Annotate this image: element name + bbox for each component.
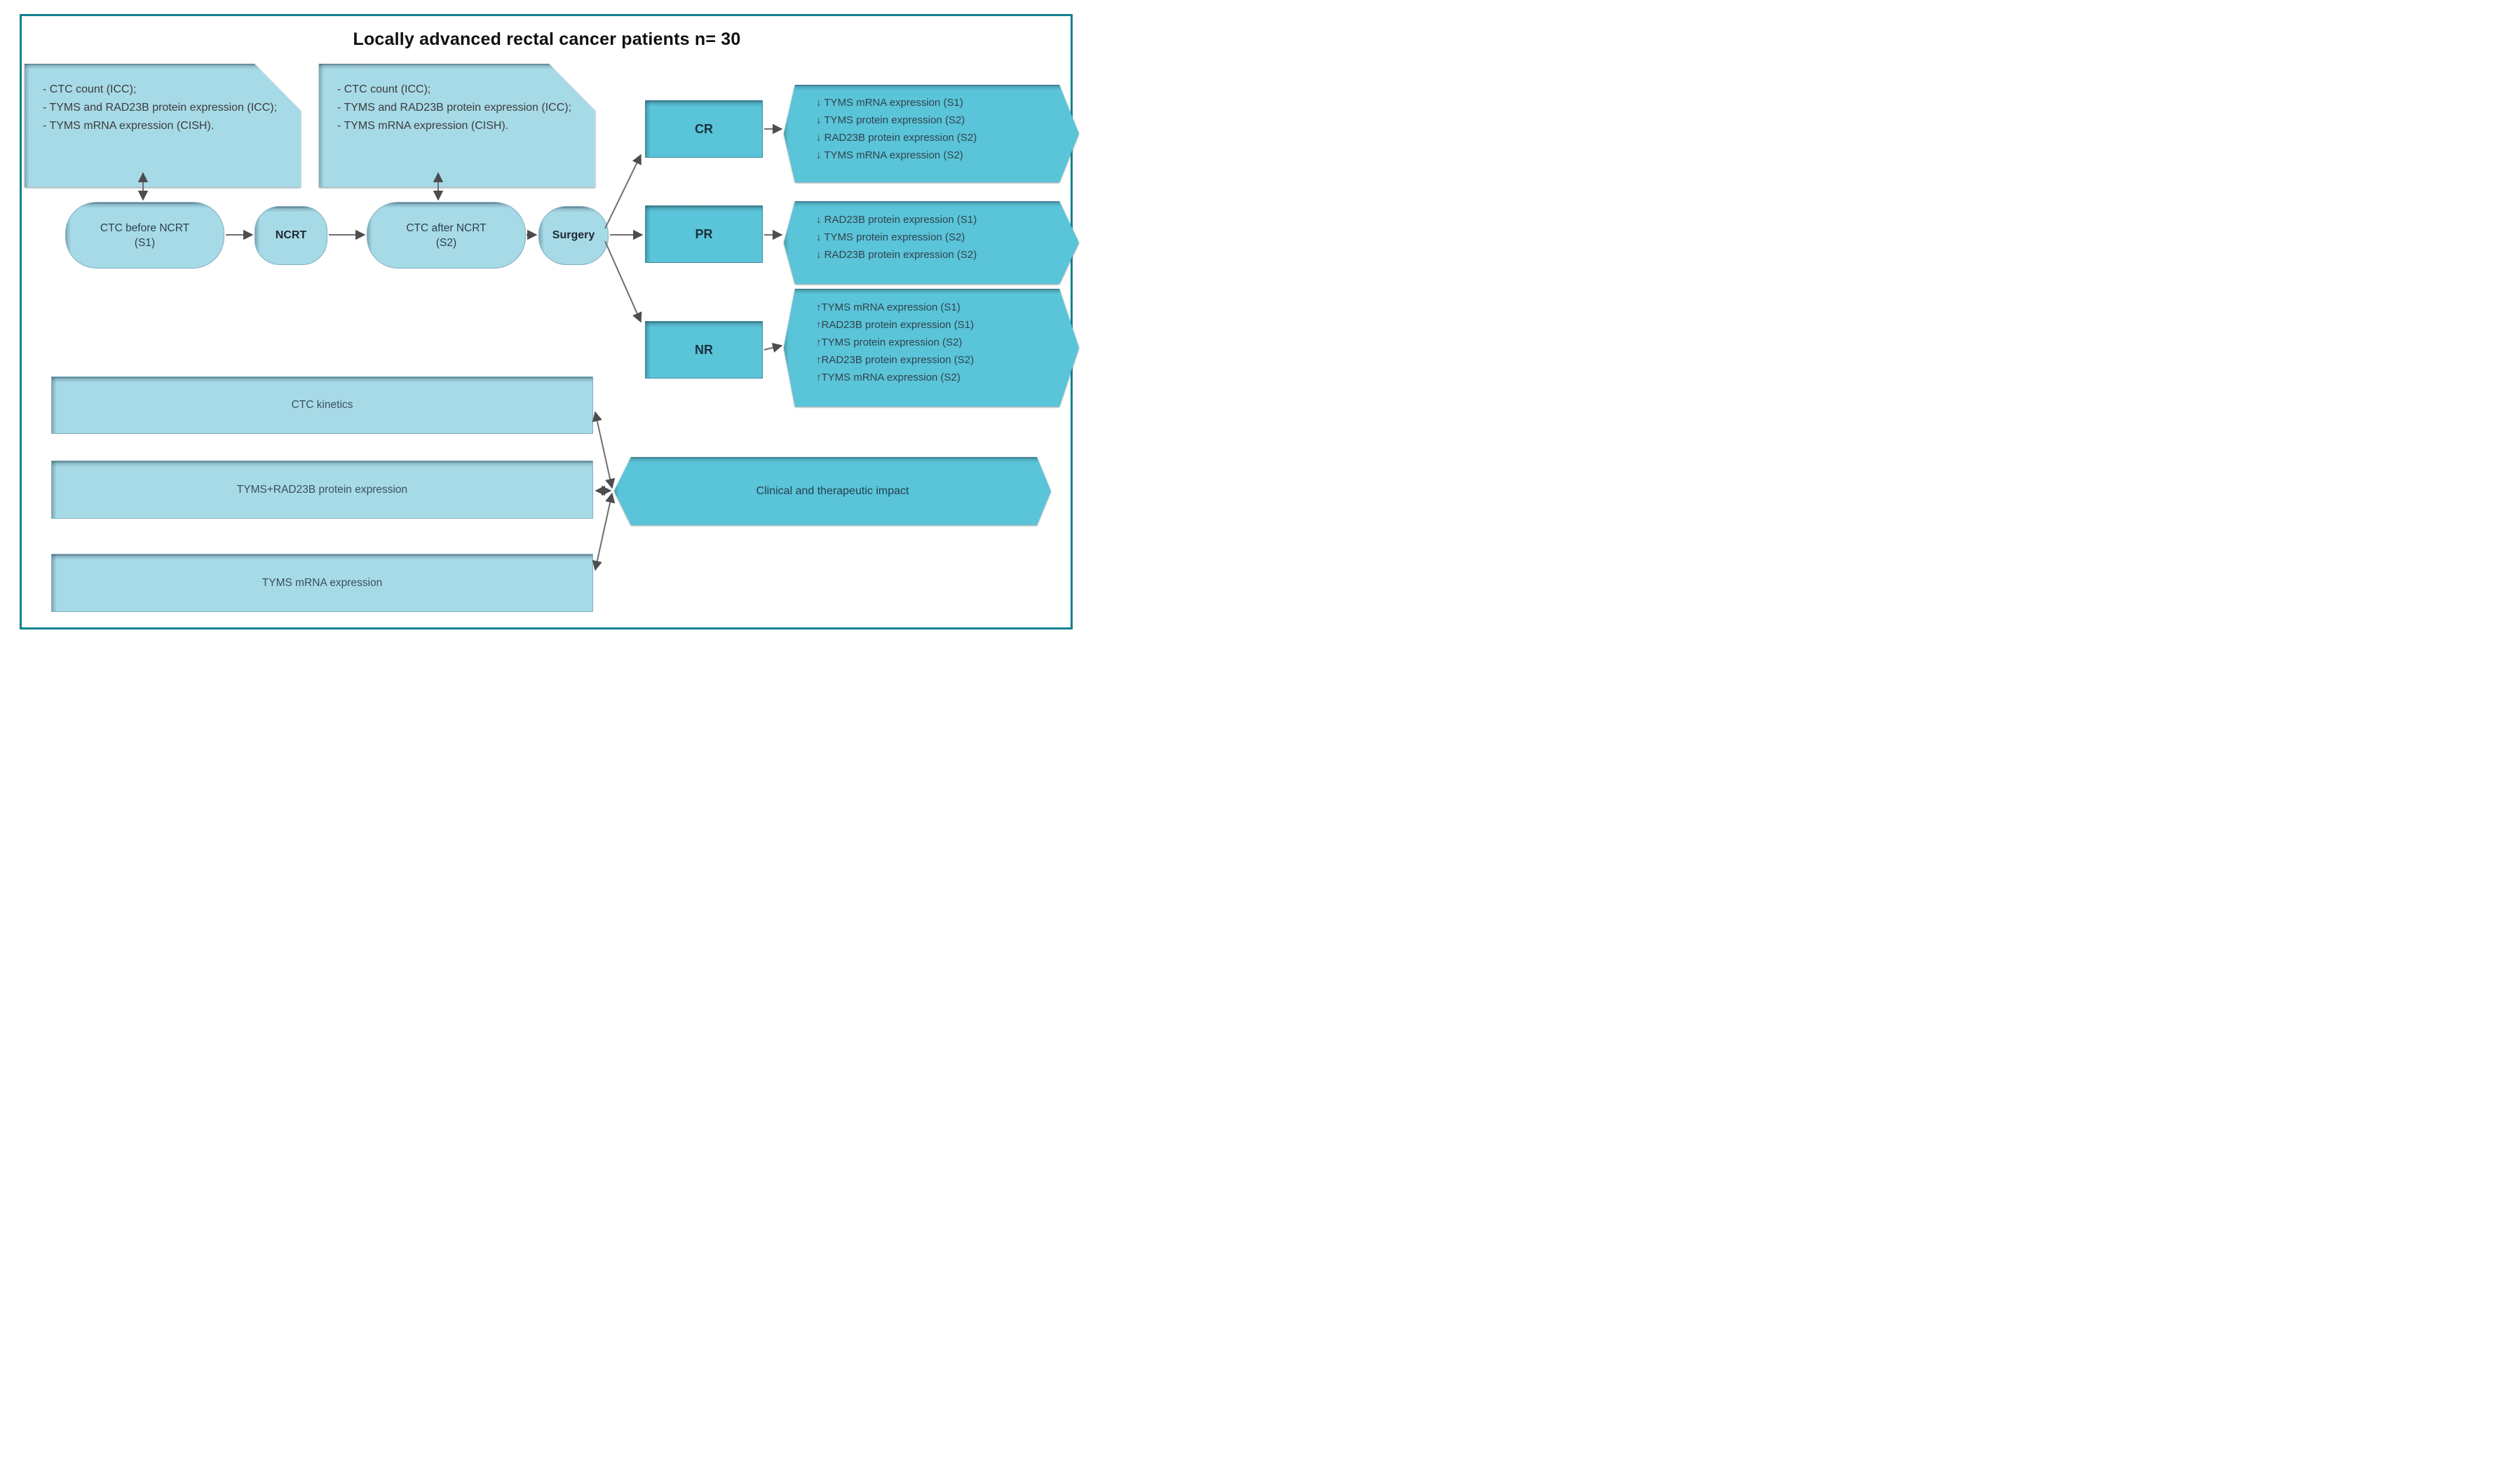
node-label: NCRT xyxy=(275,229,307,241)
note-box-s1: - CTC count (ICC); - TYMS and RAD23B pro… xyxy=(25,64,301,187)
outcome-line: ↑RAD23B protein expression (S1) xyxy=(816,319,975,331)
impact-banner: Clinical and therapeutic impact xyxy=(614,457,1051,525)
node-sublabel: (S2) xyxy=(435,236,457,249)
node-label: Surgery xyxy=(552,229,595,241)
outcome-line: ↑TYMS protein expression (S2) xyxy=(816,336,963,348)
response-box-pr: PR xyxy=(645,205,763,263)
response-label: PR xyxy=(695,226,713,241)
outcome-banner-nr: ↑TYMS mRNA expression (S1) ↑RAD23B prote… xyxy=(784,289,1079,407)
outcome-line: ↓ TYMS protein expression (S2) xyxy=(816,231,965,243)
note-box-s2: - CTC count (ICC); - TYMS and RAD23B pro… xyxy=(319,64,595,187)
node-sublabel: (S1) xyxy=(134,236,156,249)
biomarker-label: TYMS+RAD23B protein expression xyxy=(236,483,408,496)
outcome-line: ↓ RAD23B protein expression (S2) xyxy=(816,132,977,144)
outer-frame xyxy=(20,14,1073,629)
node-label: CTC after NCRT xyxy=(406,222,487,234)
note-line: - CTC count (ICC); xyxy=(43,83,137,95)
note-line: - CTC count (ICC); xyxy=(337,83,431,95)
node-ctc-before-ncrt: CTC before NCRT (S1) xyxy=(65,202,224,268)
note-line: - TYMS mRNA expression (CISH). xyxy=(337,120,509,132)
outcome-line: ↑RAD23B protein expression (S2) xyxy=(816,354,975,366)
diagram-title: Locally advanced rectal cancer patients … xyxy=(353,29,741,49)
biomarker-label: TYMS mRNA expression xyxy=(262,576,383,589)
biomarker-box-ctc-kinetics: CTC kinetics xyxy=(51,376,593,434)
outcome-line: ↑TYMS mRNA expression (S2) xyxy=(816,372,960,383)
biomarker-label: CTC kinetics xyxy=(291,399,353,411)
response-label: CR xyxy=(695,121,713,136)
biomarker-box-protein-expression: TYMS+RAD23B protein expression xyxy=(51,461,593,519)
node-surgery: Surgery xyxy=(538,206,609,265)
outcome-line: ↓ RAD23B protein expression (S1) xyxy=(816,214,977,226)
outcome-line: ↓ TYMS protein expression (S2) xyxy=(816,114,965,126)
impact-label: Clinical and therapeutic impact xyxy=(756,484,909,497)
outcome-line: ↓ TYMS mRNA expression (S1) xyxy=(816,97,963,109)
outcome-banner-cr: ↓ TYMS mRNA expression (S1) ↓ TYMS prote… xyxy=(784,85,1079,182)
outcome-banner-pr: ↓ RAD23B protein expression (S1) ↓ TYMS … xyxy=(784,201,1079,284)
outcome-line: ↓ TYMS mRNA expression (S2) xyxy=(816,149,963,161)
response-box-cr: CR xyxy=(645,100,763,158)
biomarker-box-mrna-expression: TYMS mRNA expression xyxy=(51,554,593,612)
outcome-line: ↓ RAD23B protein expression (S2) xyxy=(816,249,977,261)
node-ctc-after-ncrt: CTC after NCRT (S2) xyxy=(367,202,526,268)
note-line: - TYMS and RAD23B protein expression (IC… xyxy=(43,102,278,114)
response-label: NR xyxy=(695,342,713,357)
note-line: - TYMS and RAD23B protein expression (IC… xyxy=(337,102,572,114)
node-ncrt: NCRT xyxy=(254,206,327,265)
node-label: CTC before NCRT xyxy=(100,222,190,234)
response-box-nr: NR xyxy=(645,321,763,379)
study-design-diagram: Locally advanced rectal cancer patients … xyxy=(0,0,1082,641)
outcome-line: ↑TYMS mRNA expression (S1) xyxy=(816,301,960,313)
note-line: - TYMS mRNA expression (CISH). xyxy=(43,120,215,132)
